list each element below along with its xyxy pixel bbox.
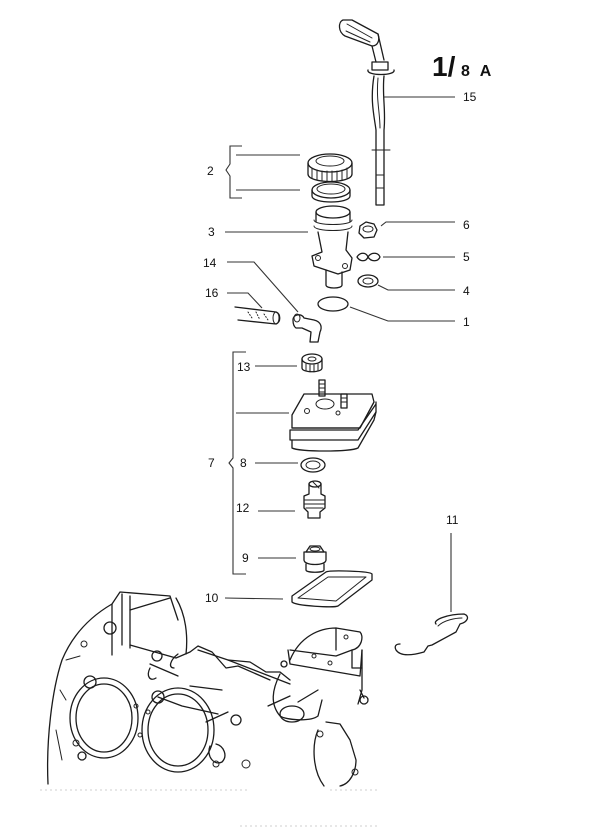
callout-5: 5: [383, 250, 470, 264]
svg-text:6: 6: [463, 218, 470, 232]
svg-text:9: 9: [242, 551, 249, 565]
svg-text:15: 15: [463, 90, 477, 104]
washer-part[interactable]: [357, 274, 379, 288]
callout-10: 10: [205, 591, 284, 605]
cap-seal-part[interactable]: [311, 181, 351, 203]
nut-part[interactable]: [358, 221, 378, 239]
sealing-ring-part[interactable]: [300, 457, 326, 473]
lock-plate-part[interactable]: [356, 252, 381, 262]
breather-cover-part[interactable]: [289, 379, 377, 452]
callout-13: 13: [237, 360, 297, 374]
svg-text:2: 2: [207, 164, 214, 178]
filler-neck-part[interactable]: [311, 205, 353, 289]
title-sub: 8 A: [461, 63, 494, 80]
gasket-part[interactable]: [291, 570, 373, 608]
title-main: 1/: [432, 51, 456, 82]
plug-part[interactable]: [303, 545, 327, 573]
wire-clip-part[interactable]: [394, 613, 469, 656]
scan-edge: [40, 789, 380, 827]
dipstick-part[interactable]: [338, 19, 395, 206]
elbow-hose-part[interactable]: [292, 313, 322, 343]
svg-text:7: 7: [208, 456, 215, 470]
o-ring-part[interactable]: [317, 296, 349, 312]
callout-12: 12: [236, 501, 295, 515]
svg-text:16: 16: [205, 286, 219, 300]
callout-1: 1: [349, 306, 470, 329]
callout-8: 8: [240, 456, 298, 470]
filler-cap-part[interactable]: [307, 153, 353, 183]
svg-text:3: 3: [208, 225, 215, 239]
callout-4: 4: [377, 284, 470, 298]
breather-hose-part[interactable]: [234, 306, 281, 325]
callout-9: 9: [242, 551, 296, 565]
callout-3: 3: [208, 225, 308, 239]
callout-6: 6: [380, 218, 470, 232]
svg-text:5: 5: [463, 250, 470, 264]
svg-text:8: 8: [240, 456, 247, 470]
svg-text:12: 12: [236, 501, 250, 515]
cap-nut-part[interactable]: [301, 353, 323, 373]
callout-14: 14: [203, 256, 299, 313]
page-title: 1/ 8 A: [432, 51, 494, 82]
callout-11: 11: [446, 513, 459, 612]
svg-text:4: 4: [463, 284, 470, 298]
callout-7: 7: [208, 351, 289, 575]
valve-part[interactable]: [303, 480, 326, 519]
callout-16: 16: [205, 286, 263, 309]
svg-text:13: 13: [237, 360, 251, 374]
svg-text:10: 10: [205, 591, 219, 605]
callout-2: 2: [207, 145, 300, 199]
svg-text:11: 11: [446, 513, 459, 527]
callout-15: 15: [383, 90, 477, 104]
svg-text:14: 14: [203, 256, 217, 270]
engine-block: [46, 591, 369, 787]
svg-text:1: 1: [463, 315, 470, 329]
